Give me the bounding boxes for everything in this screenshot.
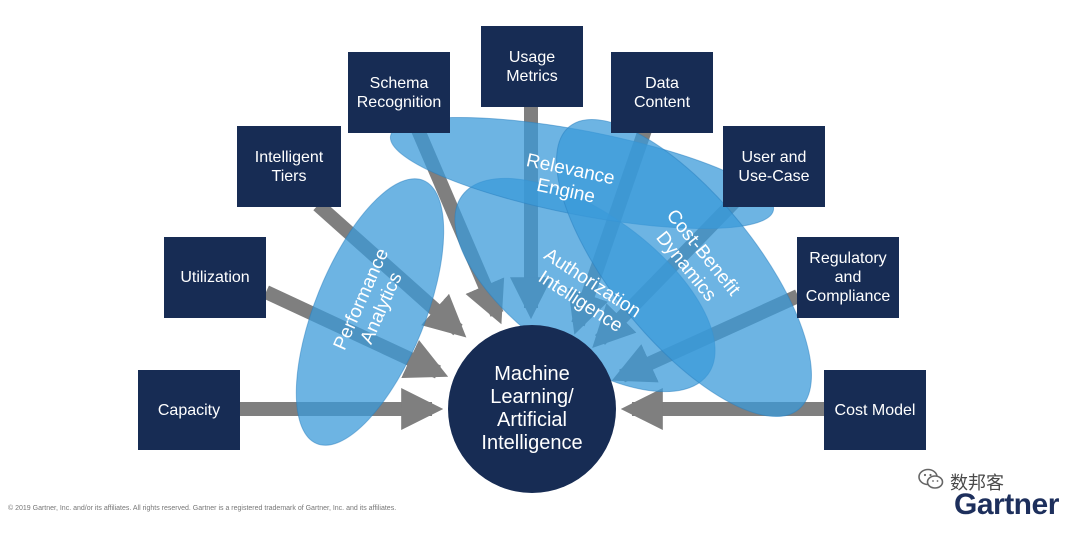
ellipse-cost-benefit-dynamics — [556, 118, 812, 418]
capacity-box: Capacity — [138, 370, 240, 450]
overlay-ellipses — [295, 116, 812, 446]
utilization-box: Utilization — [164, 237, 266, 318]
user-use-case-label: User and Use-Case — [738, 148, 810, 185]
ellipse-performance-analytics — [295, 178, 445, 446]
intelligent-tiers-label: Intelligent Tiers — [254, 148, 324, 185]
watermark: 数邦客 — [918, 468, 1004, 495]
schema-recognition-label: Schema Recognition — [356, 74, 442, 111]
data-content-label: Data Content — [633, 74, 691, 111]
regulatory-compliance-label: Regulatory and Compliance — [805, 250, 891, 305]
usage-metrics-label: Usage Metrics — [506, 48, 558, 85]
hub-label: Machine Learning/ Artificial Intelligenc… — [481, 363, 583, 454]
user-use-case-box: User and Use-Case — [723, 126, 825, 207]
cost-model-label: Cost Model — [834, 401, 916, 419]
regulatory-compliance-box: Regulatory and Compliance — [797, 237, 899, 318]
data-content-box: Data Content — [611, 52, 713, 133]
watermark-text: 数邦客 — [950, 472, 1004, 494]
cost-model-box: Cost Model — [824, 370, 926, 450]
copyright-footer: © 2019 Gartner, Inc. and/or its affiliat… — [8, 505, 397, 512]
utilization-label: Utilization — [180, 269, 250, 286]
usage-metrics-box: Usage Metrics — [481, 26, 583, 107]
wechat-icon — [918, 468, 944, 495]
machine-learning-ai-hub: Machine Learning/ Artificial Intelligenc… — [448, 325, 616, 493]
gartner-logo: Gartner — [954, 488, 1059, 521]
capacity-label: Capacity — [157, 401, 221, 419]
intelligent-tiers-box: Intelligent Tiers — [237, 126, 341, 207]
schema-recognition-box: Schema Recognition — [348, 52, 450, 133]
